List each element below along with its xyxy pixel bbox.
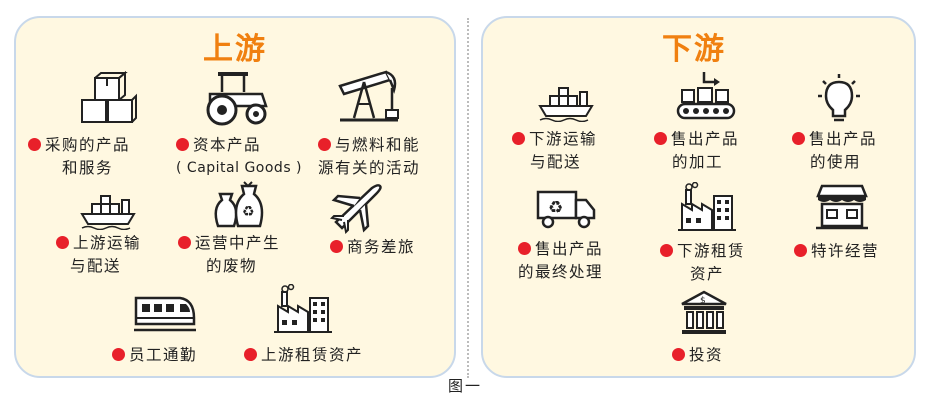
downstream-item-end-of-life: 售出产品 的最终处理 xyxy=(518,240,604,281)
upstream-item-leased-assets: 上游租赁资产 xyxy=(244,344,363,367)
recycling-truck-icon: ♻ xyxy=(534,186,598,230)
bullet-icon xyxy=(794,244,807,257)
waste-bags-icon: ♻ xyxy=(210,178,266,230)
conveyor-icon xyxy=(674,70,738,126)
bullet-icon xyxy=(792,132,805,145)
downstream-item-franchises: 特许经营 xyxy=(794,240,879,263)
svg-text:♻: ♻ xyxy=(242,204,255,220)
bullet-icon xyxy=(244,348,257,361)
bullet-icon xyxy=(112,348,125,361)
factory-icon xyxy=(272,284,334,336)
bullet-icon xyxy=(654,132,667,145)
downstream-item-transport: 下游运输 与配送 xyxy=(512,128,597,174)
bullet-icon xyxy=(512,132,525,145)
upstream-item-capital-goods: 资本产品 ( Capital Goods ) xyxy=(176,136,303,176)
oil-pump-icon xyxy=(334,66,400,128)
train-icon xyxy=(132,290,198,336)
upstream-item-purchased-goods: 采购的产品 和服务 xyxy=(28,134,130,180)
bullet-icon xyxy=(28,138,41,151)
bullet-icon xyxy=(176,138,189,151)
bullet-icon xyxy=(330,240,343,253)
bullet-icon xyxy=(518,242,531,255)
upstream-item-transport: 上游运输 与配送 xyxy=(56,232,141,278)
bullet-icon xyxy=(672,348,685,361)
svg-text:$: $ xyxy=(700,296,706,306)
lightbulb-icon xyxy=(814,72,864,126)
cargo-ship-icon xyxy=(78,184,138,230)
bullet-icon xyxy=(178,236,191,249)
downstream-item-leased-assets: 下游租赁 资产 xyxy=(660,240,745,286)
bullet-icon xyxy=(318,138,331,151)
storefront-icon xyxy=(814,182,870,232)
upstream-title: 上游 xyxy=(203,32,267,67)
upstream-item-fuel-energy: 与燃料和能 源有关的活动 xyxy=(318,136,421,177)
downstream-item-processing: 售出产品 的加工 xyxy=(654,128,739,174)
upstream-item-business-travel: 商务差旅 xyxy=(330,236,415,259)
panel-divider xyxy=(467,18,469,378)
boxes-icon xyxy=(78,70,140,126)
upstream-item-waste: 运营中产生 的废物 xyxy=(178,232,280,278)
bullet-icon xyxy=(660,244,673,257)
bullet-icon xyxy=(56,236,69,249)
tractor-icon xyxy=(200,66,272,128)
svg-text:♻: ♻ xyxy=(548,198,563,218)
bank-icon: $ xyxy=(678,288,730,340)
airplane-icon xyxy=(328,178,384,234)
downstream-item-use: 售出产品 的使用 xyxy=(792,128,877,174)
cargo-ship-icon xyxy=(536,76,596,122)
upstream-item-commuting: 员工通勤 xyxy=(112,344,197,367)
downstream-title: 下游 xyxy=(662,32,726,67)
downstream-item-investments: 投资 xyxy=(672,344,723,367)
factory-icon xyxy=(676,182,738,234)
figure-caption: 图一 xyxy=(447,377,482,395)
